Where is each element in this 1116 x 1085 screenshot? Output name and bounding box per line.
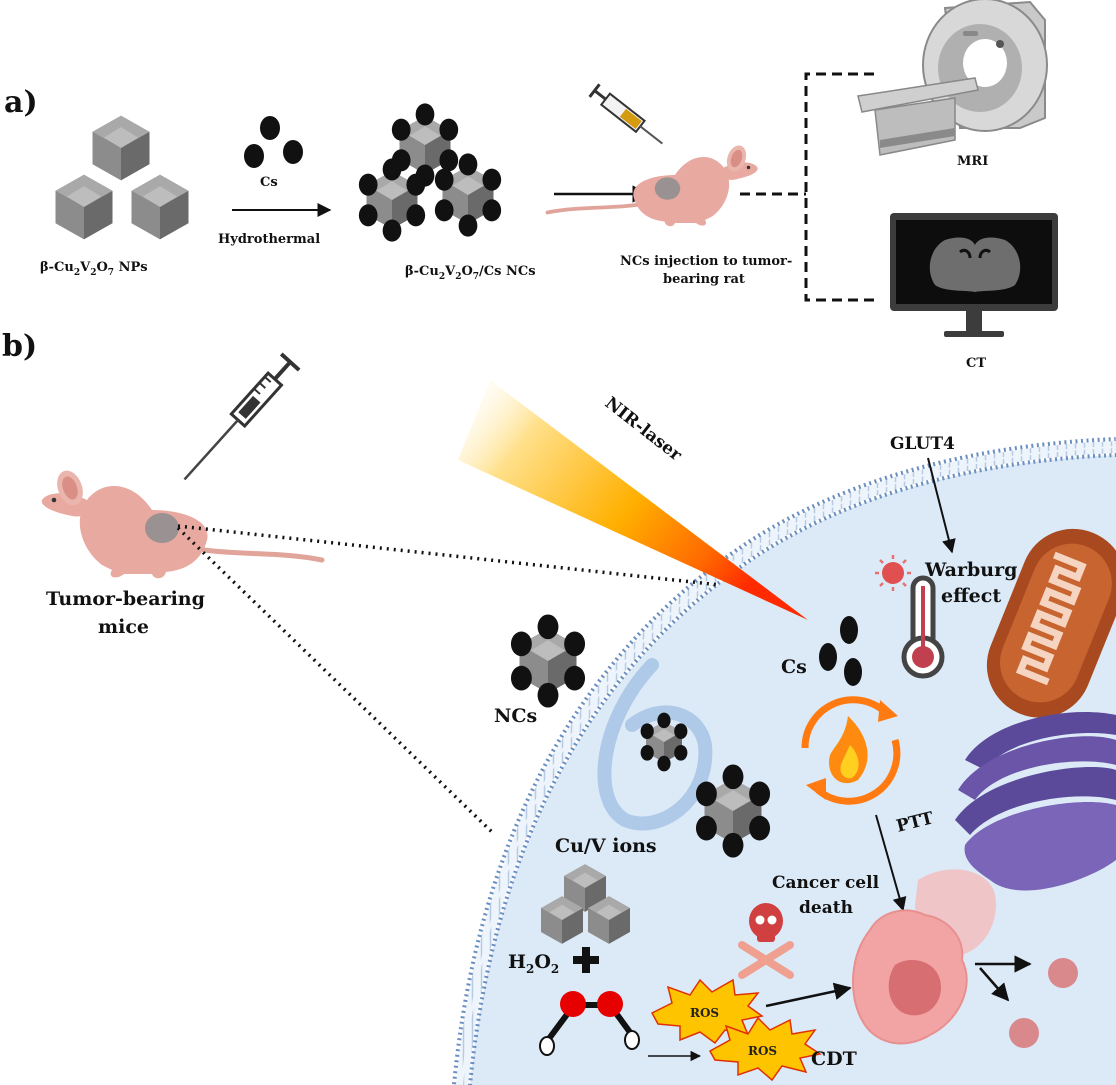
- photothermal-cycle-icon: [801, 696, 901, 805]
- mouse-label-line1: Tumor-bearing: [46, 588, 205, 610]
- ros-burst-1: ROS: [650, 978, 764, 1045]
- cs-particles-in-cell: [819, 616, 862, 686]
- nc-outside-cell: [511, 614, 585, 707]
- glut4-arrow: [927, 457, 956, 554]
- nps-crystals: [55, 115, 189, 240]
- mouse-label-line2: mice: [98, 616, 149, 638]
- nir-laser-beam: [458, 380, 808, 620]
- mri-scanner-icon: [857, 0, 1048, 156]
- ncs-label: β-Cu2​V2​O7​/Cs NCs: [405, 264, 536, 282]
- warburg-label-line2: effect: [941, 585, 1001, 607]
- warburg-label-line1: Warburg: [924, 559, 1017, 581]
- injection-label-line2: bearing rat: [663, 272, 745, 287]
- golgi-apparatus: [955, 712, 1116, 891]
- panel-a-label: a): [4, 85, 38, 120]
- apoptotic-arrows: [975, 955, 1032, 1002]
- cu-v-ions-label: Cu/V ions: [555, 835, 657, 857]
- ncs-cluster: [359, 103, 501, 241]
- thermometer-icon: [901, 575, 945, 679]
- h2o2-molecule: [539, 991, 640, 1056]
- cancer-cell-death-line2: death: [799, 898, 853, 918]
- glut4-label: GLUT4: [890, 434, 955, 454]
- cs-label: Cs: [260, 175, 278, 190]
- cancer-cell-death-line1: Cancer cell: [772, 873, 880, 893]
- heat-sun-icon: [875, 555, 911, 591]
- tumor-bearing-mouse: [42, 467, 322, 578]
- h2o2-label: H2O2: [508, 951, 559, 976]
- cs-dots: [244, 116, 303, 168]
- ct-monitor-icon: [890, 213, 1058, 337]
- ncs-label-b: NCs: [494, 705, 537, 727]
- ros-burst-2: ROS: [708, 1016, 822, 1082]
- rat-with-syringe: [545, 83, 760, 229]
- cdt-label: CDT: [811, 1048, 857, 1070]
- syringe-icon: [588, 83, 663, 145]
- ct-label: CT: [966, 356, 986, 371]
- mri-label: MRI: [957, 154, 988, 169]
- endocytic-vesicle: [597, 658, 713, 831]
- panel-b-label: b): [2, 329, 37, 364]
- svg-text:ROS: ROS: [690, 1006, 719, 1020]
- syringe-icon: [183, 352, 301, 481]
- plus-icon: [573, 947, 599, 973]
- nir-laser-label: NIR-laser: [601, 393, 686, 466]
- dying-cancer-cell: [852, 869, 996, 1045]
- hydrothermal-label: Hydrothermal: [218, 232, 320, 247]
- svg-text:ROS: ROS: [748, 1044, 777, 1058]
- imaging-connector: [740, 72, 874, 302]
- ros-to-cell-arrow: [765, 982, 852, 1008]
- mitochondrion: [986, 528, 1116, 718]
- ptt-arrow: [875, 814, 907, 912]
- injection-label-line1: NCs injection to tumor-: [620, 254, 792, 269]
- skull-crossbones-icon: [738, 903, 794, 979]
- apoptotic-bodies: [1009, 958, 1078, 1048]
- nps-label: β-Cu2​V2​O7​ NPs: [40, 260, 148, 278]
- cs-cell-label: Cs: [781, 656, 807, 678]
- cell-membrane: [452, 437, 1116, 1085]
